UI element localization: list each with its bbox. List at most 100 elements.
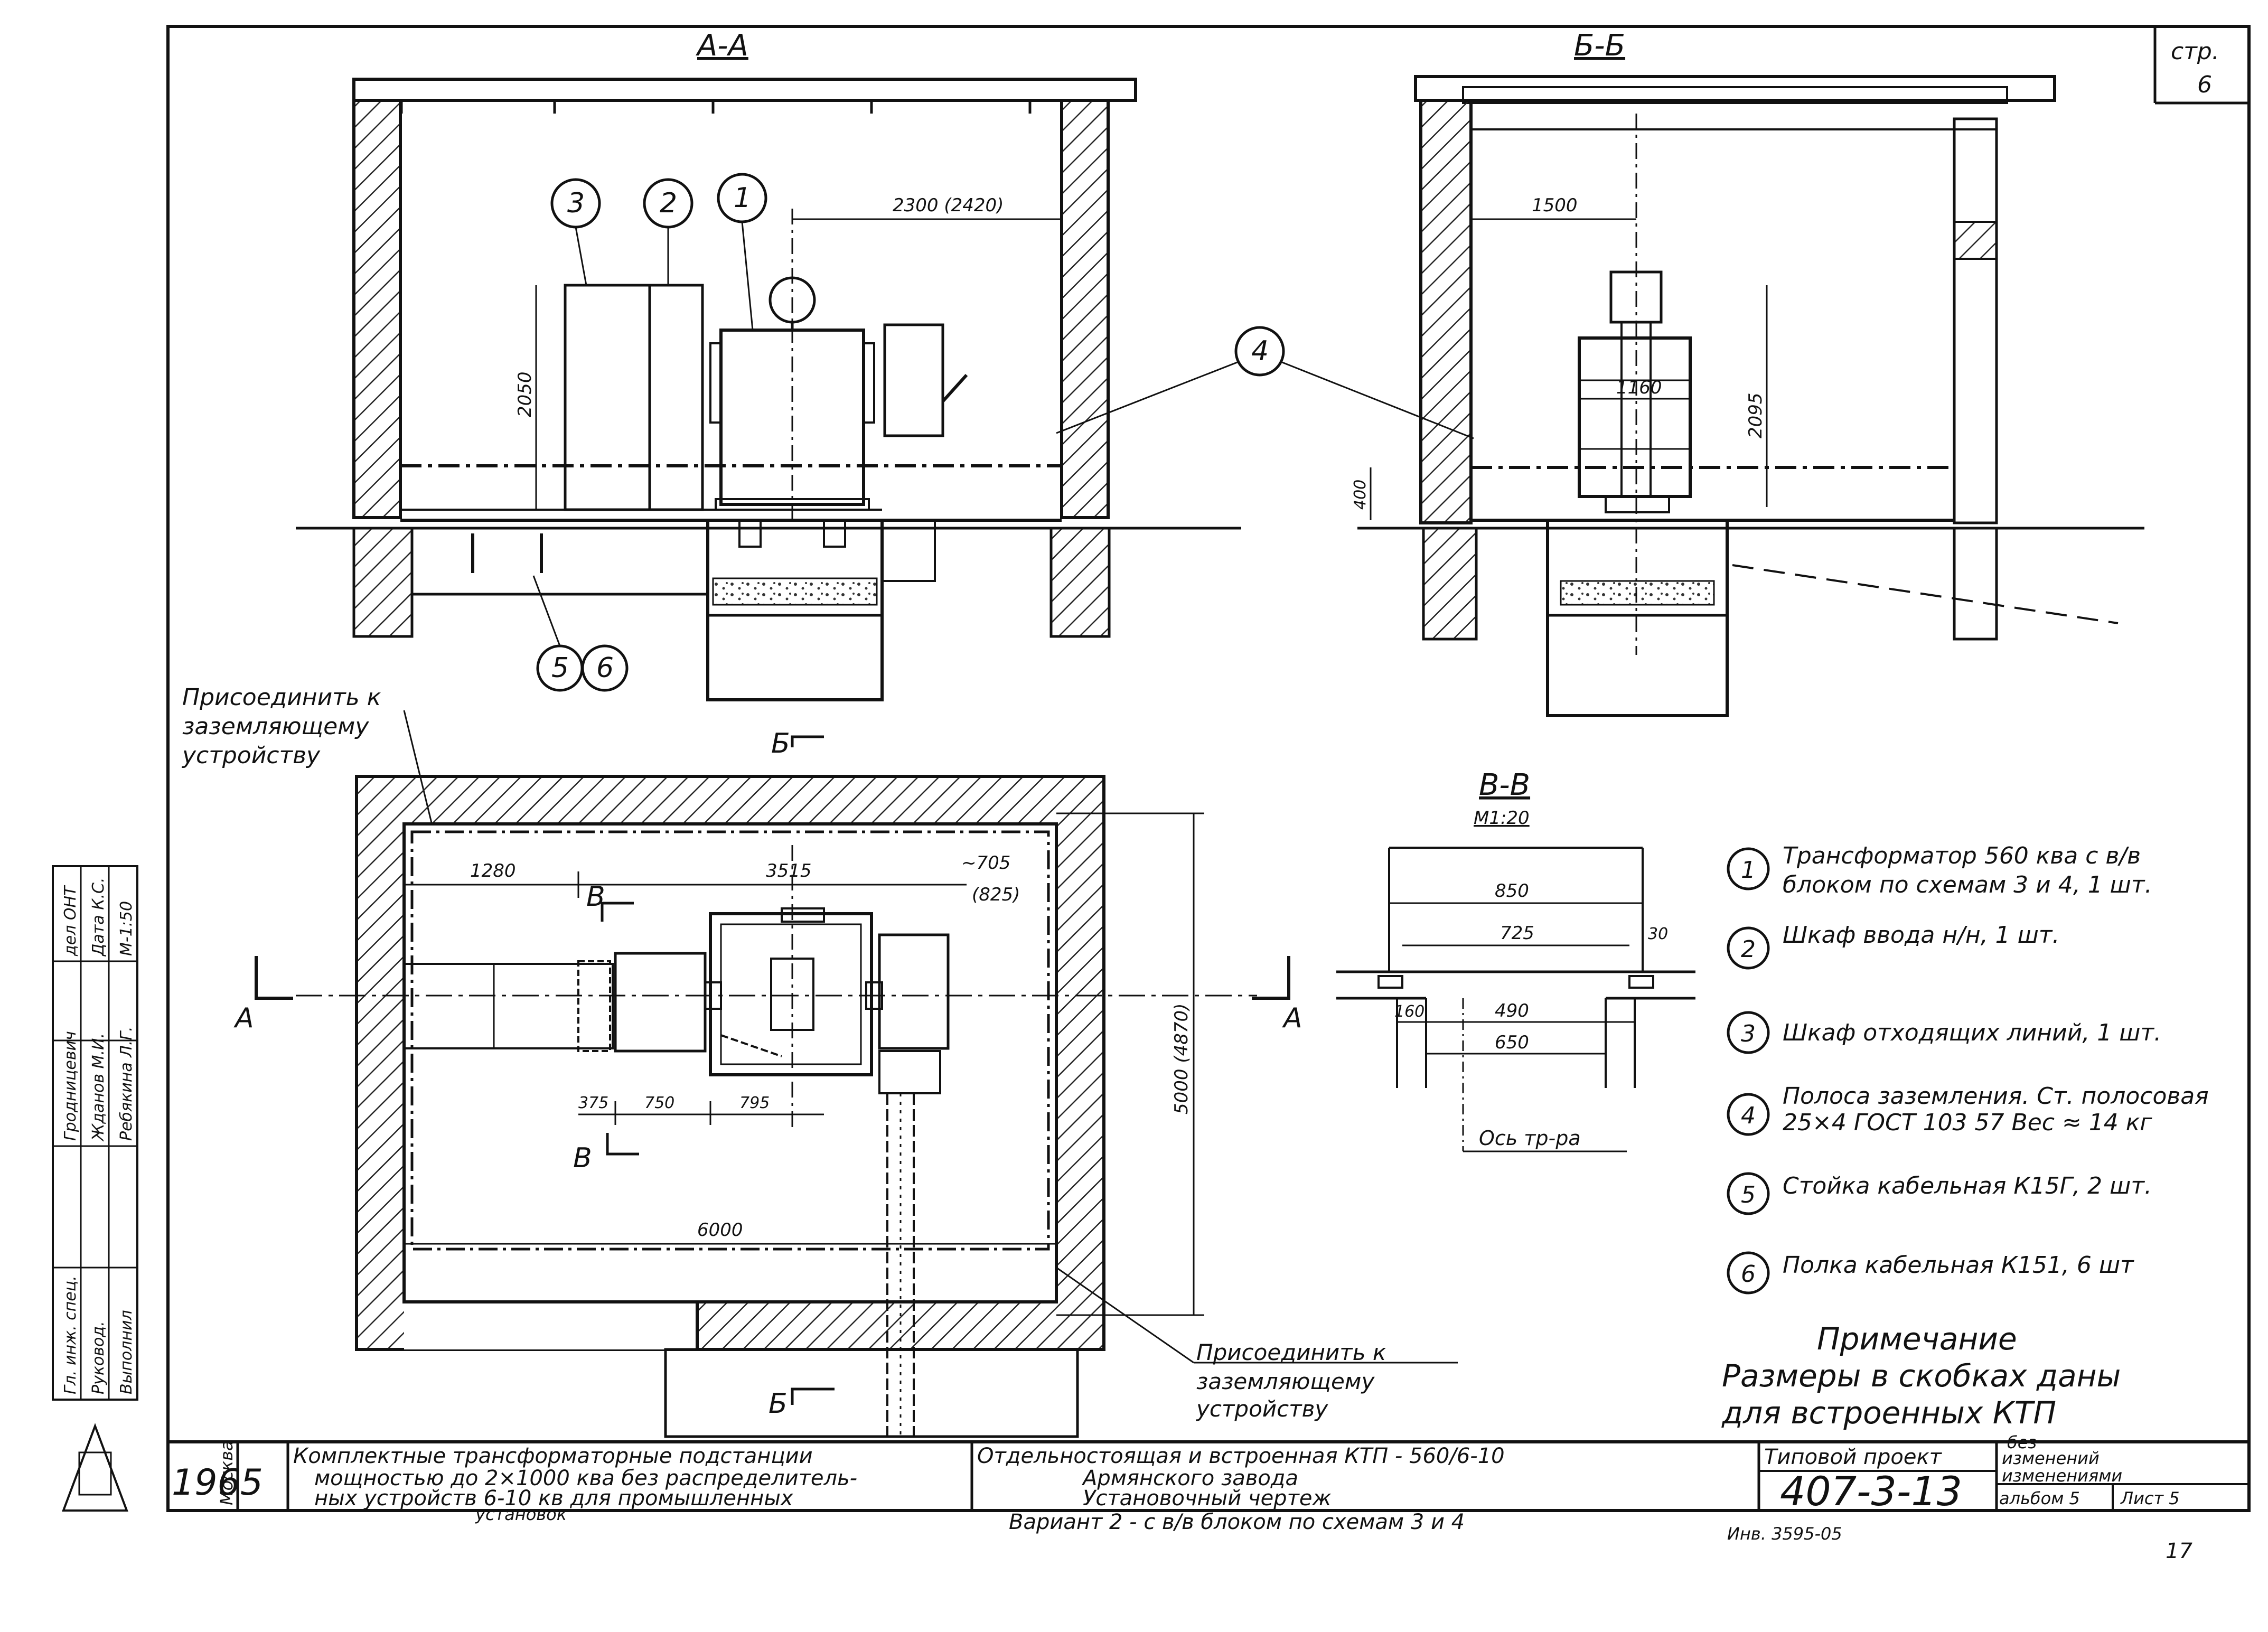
remark: Примечание Размеры в скобках даны для вс… xyxy=(1721,1321,2121,1431)
aa-dim-2300: 2300 (2420) xyxy=(893,195,1004,216)
vv-dim-650: 650 xyxy=(1495,1032,1529,1053)
tb-city: Москва xyxy=(217,1440,237,1505)
legend-item-5: 5 Стойка кабельная К15Г, 2 шт. xyxy=(1727,1172,2152,1215)
section-bb: Б-Б 1500 1160 2095 400 xyxy=(1351,29,2144,717)
side-stamp: Гл. инж. спец. Руковод. Выполнил Гродниц… xyxy=(52,865,138,1512)
svg-text:Гродницевич: Гродницевич xyxy=(61,1031,80,1141)
svg-text:3: 3 xyxy=(1741,1020,1756,1047)
aa-cable-channel xyxy=(410,527,709,596)
svg-text:1: 1 xyxy=(734,182,751,214)
remark-line2: для встроенных КТП xyxy=(1721,1395,2056,1431)
plan-dim-6000: 6000 xyxy=(697,1220,743,1241)
svg-text:Трансформатор 560 ква с в/в: Трансформатор 560 ква с в/в xyxy=(1783,842,2141,869)
vv-dim-850: 850 xyxy=(1495,880,1529,902)
svg-text:Шкаф отходящих линий, 1 шт.: Шкаф отходящих линий, 1 шт. xyxy=(1783,1019,2161,1046)
plan-section-mark-v-top xyxy=(601,902,634,922)
legend-item-6: 6 Полка кабельная К151, 6 шт xyxy=(1727,1251,2134,1295)
bb-wall-left xyxy=(1419,99,1473,524)
section-bb-title: Б-Б xyxy=(1574,29,1625,63)
svg-text:5: 5 xyxy=(551,652,569,684)
tb-series-line3: ных устройств 6-10 кв для промышленных xyxy=(314,1486,793,1511)
tb-album: альбом 5 xyxy=(1999,1488,2080,1508)
aa-hv-box xyxy=(883,323,944,437)
svg-text:Полка кабельная К151, 6 шт: Полка кабельная К151, 6 шт xyxy=(1783,1252,2134,1279)
vv-dim-30: 30 xyxy=(1648,925,1668,943)
legend-item-4: 4 Полоса заземления. Ст. полосовая 25×4 … xyxy=(1727,1083,2209,1136)
svg-text:дел ОНТ: дел ОНТ xyxy=(61,885,80,956)
section-aa: А-А xyxy=(296,29,1241,759)
plan-dim-5000: 5000 (4870) xyxy=(1171,1003,1192,1114)
plan-dim-375: 375 xyxy=(578,1094,608,1112)
plan-dim-795: 795 xyxy=(739,1094,770,1112)
tb-drawing-line3: Установочный чертеж xyxy=(1083,1486,1332,1511)
aa-cabinet-3 xyxy=(564,284,651,511)
plan-view: Присоединить к заземляющему устройству xyxy=(181,684,1458,1438)
tb-drawing-line2: Армянского завода xyxy=(1081,1466,1298,1490)
legend: 1 Трансформатор 560 ква с в/в блоком по … xyxy=(1727,842,2209,1295)
svg-text:1: 1 xyxy=(1741,857,1756,884)
tb-project-number: 407-3-13 xyxy=(1780,1468,1962,1515)
plan-dim-705: ~705 xyxy=(961,852,1010,874)
svg-text:В: В xyxy=(573,1142,592,1174)
svg-text:25×4 ГОСТ 103 57 Вес ≈ 14 кг: 25×4 ГОСТ 103 57 Вес ≈ 14 кг xyxy=(1783,1109,2152,1136)
legend-item-1: 1 Трансформатор 560 ква с в/в блоком по … xyxy=(1727,842,2152,898)
legend-item-3: 3 Шкаф отходящих линий, 1 шт. xyxy=(1727,1011,2161,1054)
plan-dim-825: (825) xyxy=(972,884,1020,905)
tb-project-label: Типовой проект xyxy=(1764,1445,1943,1469)
tb-year: 1965 xyxy=(172,1462,263,1504)
svg-text:В: В xyxy=(586,881,605,913)
tb-no-changes-2: изменений xyxy=(2002,1448,2100,1468)
tb-no-changes-3: изменениями xyxy=(2002,1466,2122,1486)
svg-text:А: А xyxy=(1282,1002,1302,1034)
svg-text:6: 6 xyxy=(1741,1261,1756,1288)
section-aa-title: А-А xyxy=(696,29,748,63)
tb-series-line2: мощностью до 2×1000 ква без распределите… xyxy=(314,1466,857,1490)
bb-dim-400: 400 xyxy=(1351,480,1370,510)
svg-text:Дата К.С.: Дата К.С. xyxy=(89,877,108,957)
aa-callout-3: 3 xyxy=(550,178,601,286)
aa-transformer-pit xyxy=(706,519,884,701)
aa-cabinet-2 xyxy=(648,284,704,511)
connect-note-top-1: Присоединить к xyxy=(182,684,381,711)
svg-text:Гл. инж. спец.: Гл. инж. спец. xyxy=(61,1275,80,1394)
svg-text:6: 6 xyxy=(596,652,614,684)
svg-text:Полоса заземления. Ст. полосов: Полоса заземления. Ст. полосовая xyxy=(1783,1083,2209,1110)
svg-text:Выполнил: Выполнил xyxy=(117,1310,136,1394)
legend-item-2: 2 Шкаф ввода н/н, 1 шт. xyxy=(1727,922,2060,970)
plan-extension xyxy=(664,1348,1079,1438)
tb-series-line1: Комплектные трансформаторные подстанции xyxy=(293,1444,813,1468)
plan-section-mark-v-bottom xyxy=(606,1133,639,1156)
tb-series-line4: установок xyxy=(475,1504,567,1524)
remark-line1: Размеры в скобках даны xyxy=(1722,1358,2121,1394)
plan-cabinet-3 xyxy=(577,960,611,1052)
aa-roof xyxy=(352,78,1137,102)
vv-dim-725: 725 xyxy=(1500,923,1534,944)
svg-text:блоком по схемам 3 и 4, 1 шт.: блоком по схемам 3 и 4, 1 шт. xyxy=(1783,871,2152,898)
svg-text:5: 5 xyxy=(1741,1181,1756,1208)
institute-logo xyxy=(62,1423,128,1512)
plan-transformer xyxy=(709,912,873,1076)
section-vv-scale: М1:20 xyxy=(1474,808,1530,829)
tb-sheet: Лист 5 xyxy=(2120,1488,2180,1508)
plan-cabinet-row xyxy=(403,963,614,1049)
aa-dim-2050: 2050 xyxy=(514,371,536,417)
tb-drawing-line4: Вариант 2 - с в/в блоком по схемам 3 и 4 xyxy=(1009,1510,1465,1534)
connect-note-bottom-2: заземляющему xyxy=(1196,1368,1375,1394)
svg-text:4: 4 xyxy=(1251,335,1269,367)
plan-section-mark-a-right xyxy=(1252,956,1290,1000)
page-number: 6 xyxy=(2197,71,2212,98)
connect-note-top-2: заземляющему xyxy=(182,713,369,740)
tb-inventory: Инв. 3595-05 xyxy=(1727,1524,1842,1544)
bb-transformer-pit xyxy=(1546,519,1729,717)
vv-dim-490: 490 xyxy=(1495,1000,1529,1021)
aa-callout-2: 2 xyxy=(643,178,693,285)
plan-dim-3515: 3515 xyxy=(766,860,812,881)
bb-dim-1160: 1160 xyxy=(1616,377,1662,398)
bb-column-right xyxy=(1953,117,1998,524)
connect-note-bottom-1: Присоединить к xyxy=(1196,1339,1386,1365)
plan-dim-1280: 1280 xyxy=(470,860,516,881)
section-vv-title: В-В xyxy=(1479,768,1530,802)
tb-no-changes-1: без xyxy=(2007,1432,2037,1452)
section-vv: В-В М1:20 850 725 30 160 490 650 Ось тр-… xyxy=(1336,768,1695,1152)
svg-text:Стойка кабельная К15Г, 2 шт.: Стойка кабельная К15Г, 2 шт. xyxy=(1783,1173,2152,1199)
